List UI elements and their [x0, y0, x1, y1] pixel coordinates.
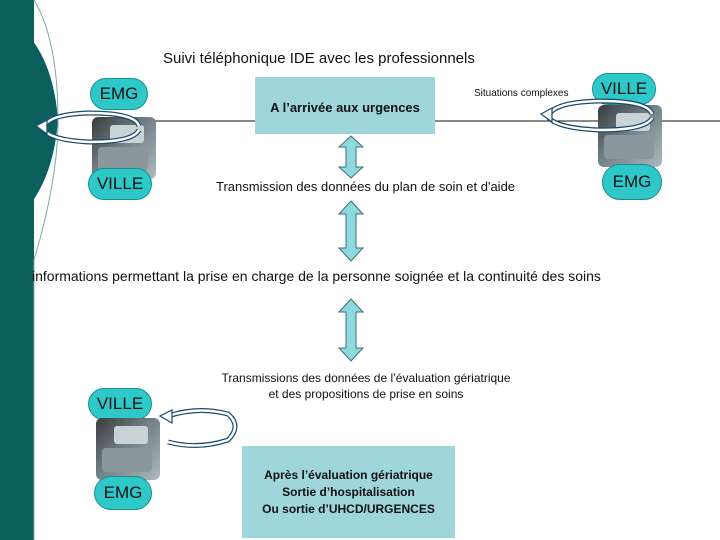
emg-node-bottom-left: EMG	[94, 476, 152, 510]
complex-situations-note: Situations complexes	[474, 88, 569, 99]
double-arrow-icon	[337, 298, 365, 362]
curved-arrow-icon	[540, 98, 655, 133]
emg-node-top-right: EMG	[602, 164, 662, 200]
transmission-care-plan-text: Transmission des données du plan de soin…	[216, 179, 516, 194]
transmission-geriatric-text: Transmissions des données de l’évaluatio…	[180, 370, 552, 402]
diagram-title: Suivi téléphonique IDE avec les professi…	[163, 50, 475, 67]
arrival-box-label: A l’arrivée aux urgences	[270, 100, 420, 115]
after-box-line2: Sortie d’hospitalisation	[282, 484, 415, 499]
transmission-geriatric-line1: Transmissions des données de l’évaluatio…	[221, 371, 511, 385]
ville-node-top-left: VILLE	[88, 168, 152, 200]
emg-node-top-left: EMG	[90, 78, 148, 110]
transmission-geriatric-line2: et des propositions de prise en soins	[268, 387, 464, 401]
ville-node-bottom-left: VILLE	[88, 388, 152, 420]
curved-arrow-icon	[35, 110, 142, 145]
after-box-line1: Après l’évaluation gériatrique	[264, 467, 433, 482]
central-information-text: informations permettant la prise en char…	[32, 268, 601, 284]
double-arrow-icon	[337, 200, 365, 262]
curved-arrow-icon	[158, 408, 238, 448]
double-arrow-icon	[337, 135, 365, 179]
after-box-line3: Ou sortie d’UHCD/URGENCES	[262, 501, 435, 516]
arrival-box: A l’arrivée aux urgences	[255, 77, 435, 134]
after-evaluation-box: Après l’évaluation gériatrique Sortie d’…	[242, 446, 455, 538]
telephone-icon	[96, 418, 160, 480]
